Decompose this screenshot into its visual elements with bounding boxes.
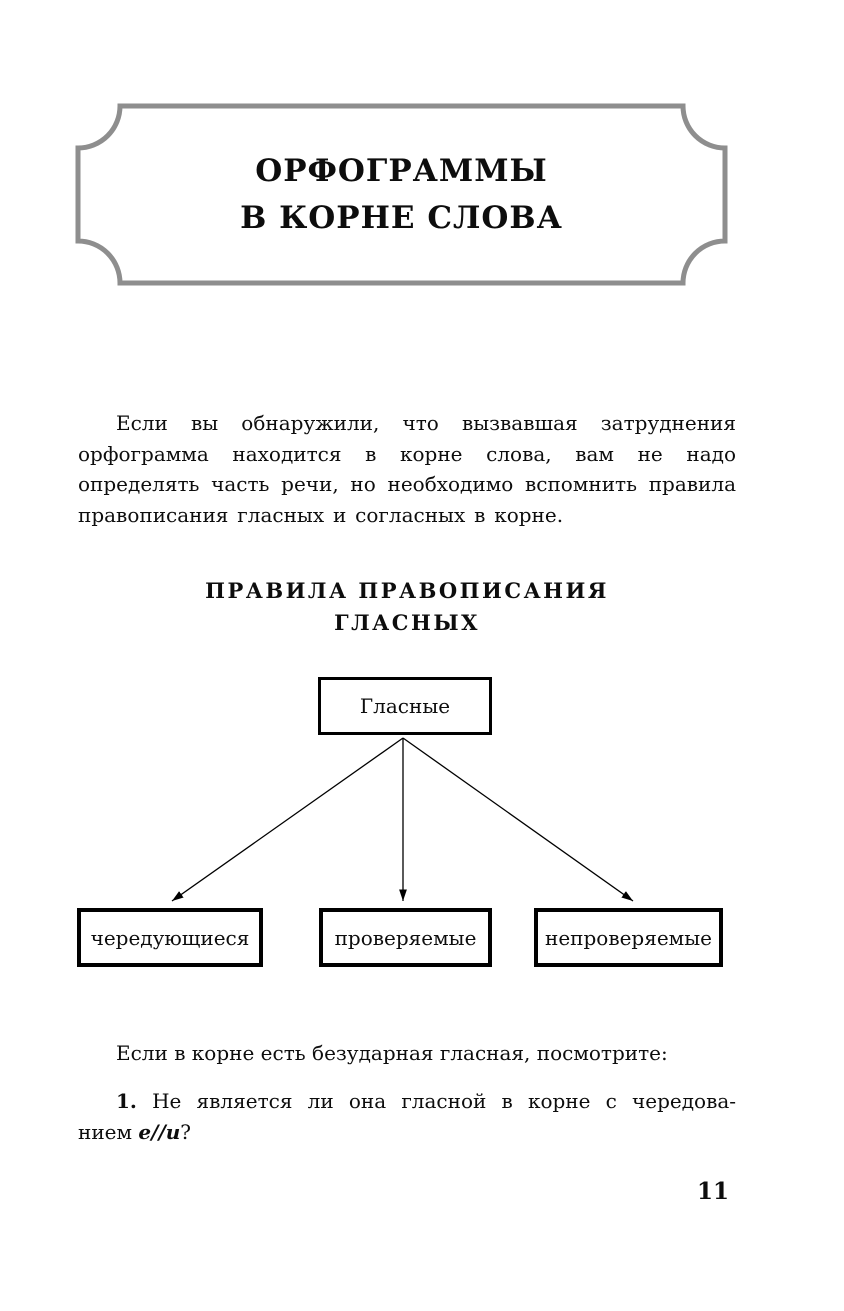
rule-item-1: 1. Не является ли она гласной в корне с … bbox=[78, 1086, 736, 1148]
alternation-emphasis: е//и bbox=[138, 1120, 181, 1144]
rule-item-text: Не является ли она гласной в корне с чер… bbox=[152, 1089, 737, 1113]
check-intro-sentence: Если в корне есть безударная гласная, по… bbox=[116, 1041, 668, 1065]
plaque-border-shape bbox=[75, 103, 728, 286]
chapter-title: ОРФОГРАММЫ В КОРНЕ СЛОВА bbox=[78, 106, 725, 283]
diagram-arrows bbox=[171, 737, 634, 902]
chapter-title-line-2: В КОРНЕ СЛОВА bbox=[240, 199, 563, 236]
diagram-root-box: Гласные bbox=[318, 677, 492, 735]
arrow-line-left bbox=[171, 737, 404, 902]
chapter-title-line-1: ОРФОГРАММЫ bbox=[255, 152, 548, 189]
diagram-child-box-alternating: чередующиеся bbox=[77, 908, 263, 967]
banner-plaque-frame bbox=[75, 103, 728, 286]
intro-paragraph: Если вы обнаружили, что вызвавшая затруд… bbox=[78, 411, 736, 527]
rule-item-text: ? bbox=[180, 1120, 192, 1144]
diagram-root-label: Гласные bbox=[359, 694, 451, 718]
section-heading: ПРАВИЛА ПРАВОПИСАНИЯ ГЛАСНЫХ bbox=[78, 575, 736, 639]
section-heading-line-1: ПРАВИЛА ПРАВОПИСАНИЯ bbox=[205, 578, 609, 603]
diagram-child-box-uncheckable: непроверяемые bbox=[534, 908, 723, 967]
rule-item-text: нием bbox=[78, 1120, 139, 1144]
diagram-child-label: чередующиеся bbox=[90, 925, 250, 950]
rule-item-number: 1. bbox=[116, 1089, 137, 1113]
diagram-child-label: непроверяемые bbox=[544, 925, 712, 950]
section-heading-line-2: ГЛАСНЫХ bbox=[334, 610, 480, 635]
rule-item-1-line-2: нием е//и? bbox=[78, 1117, 736, 1148]
page-number: 11 bbox=[696, 1178, 729, 1205]
diagram-child-label: проверяемые bbox=[334, 925, 477, 950]
diagram-child-box-checkable: проверяемые bbox=[319, 908, 492, 967]
arrow-line-right bbox=[402, 737, 634, 902]
rule-item-1-line-1: 1. Не является ли она гласной в корне с … bbox=[78, 1086, 736, 1117]
